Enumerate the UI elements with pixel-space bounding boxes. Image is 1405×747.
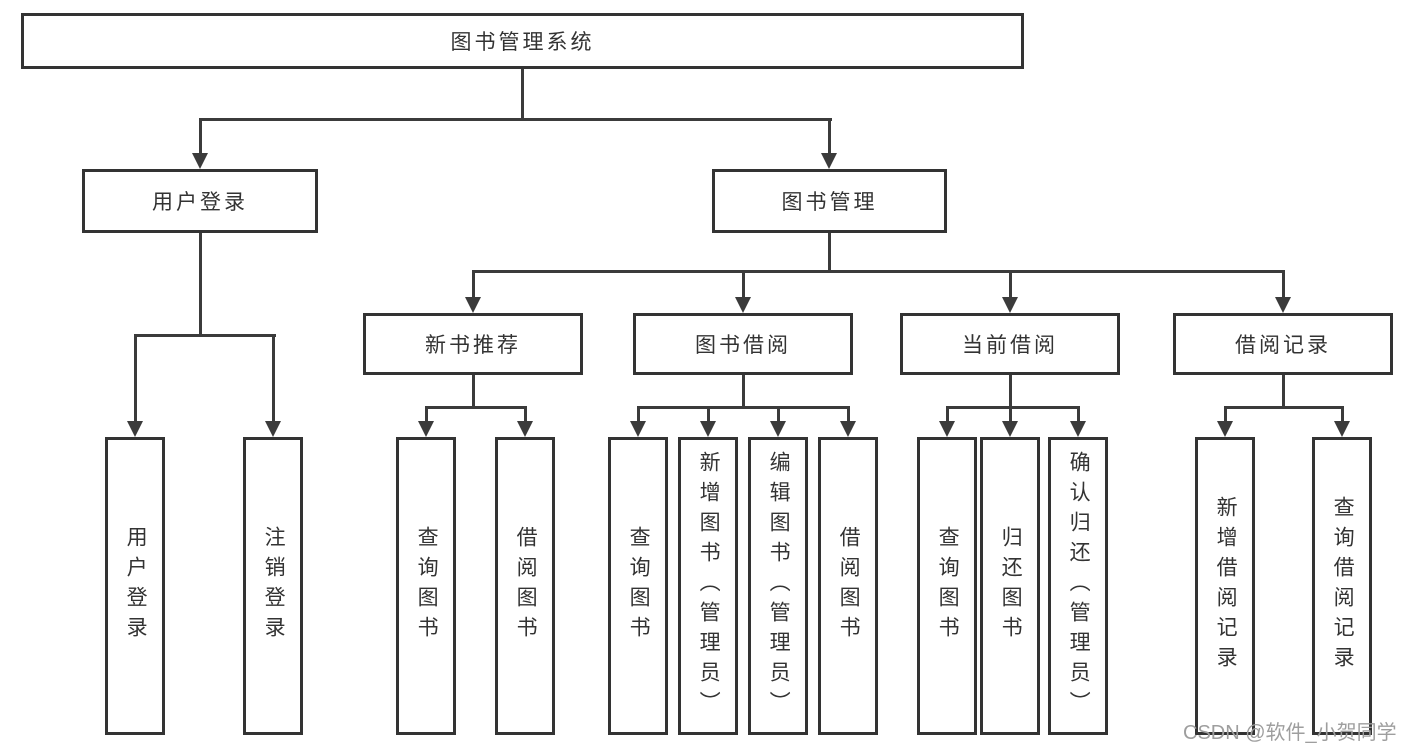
arrow-down [127, 421, 143, 437]
node-label: 图书管理 [781, 191, 878, 214]
leaf-return-books: 归还图书 [980, 437, 1040, 735]
arrow-down [770, 421, 786, 437]
arrow-down [840, 421, 856, 437]
leaf-label: 查询借阅记录 [1331, 496, 1355, 676]
connector-drop [272, 334, 275, 424]
connector-split [946, 406, 1079, 409]
leaf-label: 确认归还（管理员） [1067, 451, 1091, 721]
arrow-down [1002, 421, 1018, 437]
leaf-user-login: 用户登录 [105, 437, 165, 735]
leaf-query-borrow-record: 查询借阅记录 [1312, 437, 1372, 735]
arrow-down [1217, 421, 1233, 437]
leaf-label: 注销登录 [262, 526, 286, 646]
arrow-down [735, 297, 751, 313]
connector-user-login-stub [199, 233, 202, 337]
connector-level2-split [472, 270, 1285, 273]
connector-book-management-stub [828, 233, 831, 273]
arrow-down [700, 421, 716, 437]
connector-user-login-split [134, 334, 276, 337]
leaf-label: 借阅图书 [514, 526, 538, 646]
node-user-login: 用户登录 [82, 169, 318, 233]
arrow-down [517, 421, 533, 437]
connector-stub [472, 375, 475, 408]
node-current-borrowing: 当前借阅 [900, 313, 1120, 375]
connector-drop [637, 406, 640, 423]
leaf-edit-books-admin: 编辑图书（管理员） [748, 437, 808, 735]
arrow-down [1334, 421, 1350, 437]
connector-drop [1282, 270, 1285, 300]
connector-drop [472, 270, 475, 300]
arrow-down [630, 421, 646, 437]
arrow-down [1275, 297, 1291, 313]
node-label: 图书管理系统 [450, 31, 595, 54]
arrow-down [192, 153, 208, 169]
csdn-watermark: CSDN @软件_小贺同学 [1183, 722, 1397, 744]
node-book-management: 图书管理 [712, 169, 947, 233]
node-label: 当前借阅 [962, 334, 1058, 357]
node-label: 用户登录 [152, 191, 248, 214]
connector-drop [707, 406, 710, 423]
connector-drop [847, 406, 850, 423]
connector-split [1224, 406, 1343, 409]
connector-drop [742, 270, 745, 300]
connector-drop [134, 334, 137, 424]
node-library-management-system: 图书管理系统 [21, 13, 1024, 69]
connector-split [425, 406, 526, 409]
connector-drop [425, 406, 428, 423]
arrow-down [265, 421, 281, 437]
leaf-logout: 注销登录 [243, 437, 303, 735]
node-borrowing-records: 借阅记录 [1173, 313, 1393, 375]
connector-drop [199, 118, 202, 156]
leaf-label: 查询图书 [627, 526, 651, 646]
leaf-query-books-recommend: 查询图书 [396, 437, 456, 735]
arrow-down [1002, 297, 1018, 313]
node-label: 新书推荐 [425, 334, 521, 357]
leaf-add-books-admin: 新增图书（管理员） [678, 437, 738, 735]
node-new-book-recommendation: 新书推荐 [363, 313, 583, 375]
connector-stub [1282, 375, 1285, 408]
connector-drop [524, 406, 527, 423]
leaf-label: 用户登录 [124, 526, 148, 646]
connector-drop [1009, 406, 1012, 423]
leaf-label: 新增借阅记录 [1214, 496, 1238, 676]
leaf-query-books-borrow: 查询图书 [608, 437, 668, 735]
connector-root-stub [521, 69, 524, 121]
leaf-label: 编辑图书（管理员） [767, 451, 791, 721]
connector-level1-split [199, 118, 832, 121]
node-label: 借阅记录 [1235, 334, 1331, 357]
connector-drop [1341, 406, 1344, 423]
arrow-down [821, 153, 837, 169]
connector-drop [1224, 406, 1227, 423]
node-label: 图书借阅 [695, 334, 791, 357]
connector-drop [828, 118, 831, 156]
connector-drop [1077, 406, 1080, 423]
arrow-down [465, 297, 481, 313]
connector-stub [742, 375, 745, 408]
connector-drop [777, 406, 780, 423]
connector-drop [1009, 270, 1012, 300]
connector-drop [946, 406, 949, 423]
node-book-borrowing: 图书借阅 [633, 313, 853, 375]
arrow-down [939, 421, 955, 437]
arrow-down [1070, 421, 1086, 437]
leaf-label: 归还图书 [999, 526, 1023, 646]
leaf-borrow-books: 借阅图书 [818, 437, 878, 735]
connector-split [637, 406, 850, 409]
leaf-label: 查询图书 [936, 526, 960, 646]
leaf-add-borrow-record: 新增借阅记录 [1195, 437, 1255, 735]
leaf-confirm-return-admin: 确认归还（管理员） [1048, 437, 1108, 735]
leaf-label: 查询图书 [415, 526, 439, 646]
leaf-borrow-books-recommend: 借阅图书 [495, 437, 555, 735]
connector-stub [1009, 375, 1012, 408]
leaf-label: 借阅图书 [837, 526, 861, 646]
leaf-label: 新增图书（管理员） [697, 451, 721, 721]
leaf-query-books-current: 查询图书 [917, 437, 977, 735]
arrow-down [418, 421, 434, 437]
